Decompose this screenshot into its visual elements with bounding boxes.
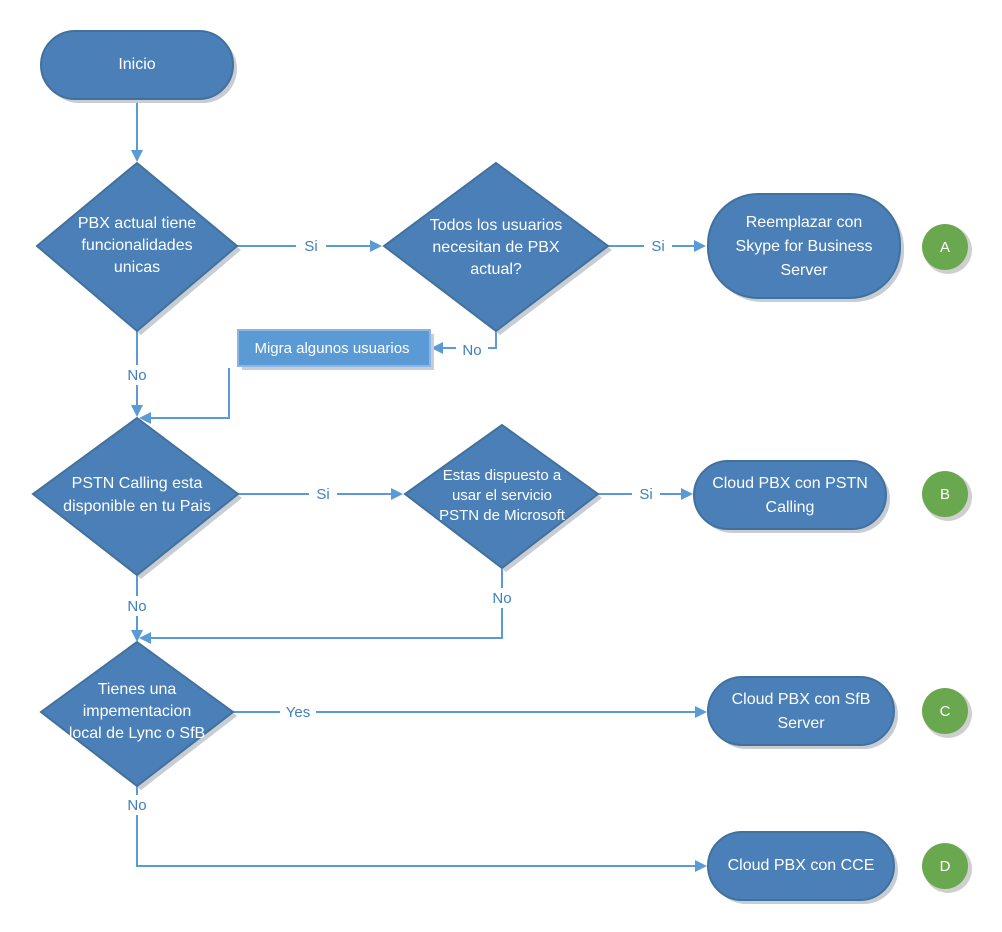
result-cloud-pstn-line-2: Calling — [766, 499, 815, 516]
badge-d: D — [922, 843, 972, 893]
start-node: Inicio — [40, 30, 237, 103]
edge-willing-to-lync — [139, 568, 503, 644]
decision-local-lync: Tienes una impementacion local de Lync o… — [39, 640, 237, 790]
result-cloud-sfb-line-2: Server — [777, 715, 825, 732]
edge-migrate-to-pstn — [139, 368, 230, 424]
decision-local-lync-line-2: impementacion — [83, 703, 192, 720]
result-cloud-pstn: Cloud PBX con PSTN Calling — [693, 460, 890, 533]
decision-local-lync-line-3: local de Lync o SfB — [69, 725, 205, 742]
edge-label-no-1: No — [462, 342, 481, 359]
badge-c: C — [922, 688, 972, 738]
result-cloud-sfb-line-1: Cloud PBX con SfB — [732, 691, 871, 708]
edge-users-to-migrate — [431, 330, 497, 354]
decision-willing-pstn-line-3: PSTN de Microsoft — [439, 507, 566, 524]
edge-label-si-1: Si — [304, 238, 317, 255]
decision-all-users-line-2: necesitan de PBX — [432, 239, 560, 256]
badge-a-label: A — [940, 239, 950, 256]
decision-willing-pstn: Estas dispuesto a usar el servicio PSTN … — [403, 423, 602, 572]
result-replace-sfb: Reemplazar con Skype for Business Server — [707, 193, 904, 302]
edge-label-si-2: Si — [651, 238, 664, 255]
badge-b: B — [922, 471, 972, 521]
result-cloud-sfb: Cloud PBX con SfB Server — [707, 676, 898, 749]
badge-b-label: B — [940, 486, 950, 503]
decision-pbx-unique-line-1: PBX actual tiene — [78, 215, 196, 232]
badge-c-label: C — [940, 703, 951, 720]
result-cloud-pstn-line-1: Cloud PBX con PSTN — [712, 475, 868, 492]
badge-a: A — [922, 224, 972, 274]
decision-willing-pstn-line-2: usar el servicio — [452, 487, 552, 504]
result-replace-sfb-line-3: Server — [780, 262, 828, 279]
start-label: Inicio — [118, 56, 155, 73]
decision-all-users-line-3: actual? — [470, 261, 522, 278]
edge-label-no-2: No — [127, 367, 146, 384]
decision-pstn-available-line-2: disponible en tu Pais — [63, 498, 211, 515]
edge-label-si-4: Si — [639, 486, 652, 503]
decision-pbx-unique-line-3: unicas — [114, 259, 160, 276]
decision-pbx-unique: PBX actual tiene funcionalidades unicas — [35, 161, 241, 335]
decision-pstn-available: PSTN Calling esta disponible en tu Pais — [31, 416, 242, 579]
decision-pbx-unique-line-2: funcionalidades — [81, 237, 192, 254]
process-migrate-some: Migra algunos usuarios — [237, 329, 434, 370]
decision-all-users: Todos los usuarios necesitan de PBX actu… — [382, 161, 612, 335]
decision-local-lync-line-1: Tienes una — [98, 681, 177, 698]
edge-label-si-3: Si — [316, 486, 329, 503]
edge-label-no-4: No — [127, 598, 146, 615]
result-replace-sfb-line-1: Reemplazar con — [746, 214, 863, 231]
result-cloud-cce: Cloud PBX con CCE — [707, 831, 898, 904]
decision-all-users-line-1: Todos los usuarios — [430, 217, 563, 234]
edge-label-no-3: No — [492, 590, 511, 607]
edge-label-no-5: No — [127, 797, 146, 814]
result-replace-sfb-line-2: Skype for Business — [736, 238, 873, 255]
badge-d-label: D — [940, 858, 951, 875]
decision-willing-pstn-line-1: Estas dispuesto a — [443, 467, 562, 484]
result-cloud-cce-label: Cloud PBX con CCE — [728, 857, 875, 874]
decision-pstn-available-line-1: PSTN Calling esta — [72, 475, 203, 492]
process-migrate-some-label: Migra algunos usuarios — [254, 340, 409, 357]
edge-label-yes-1: Yes — [286, 704, 310, 721]
edge-lync-to-cloud-cce — [136, 786, 707, 872]
